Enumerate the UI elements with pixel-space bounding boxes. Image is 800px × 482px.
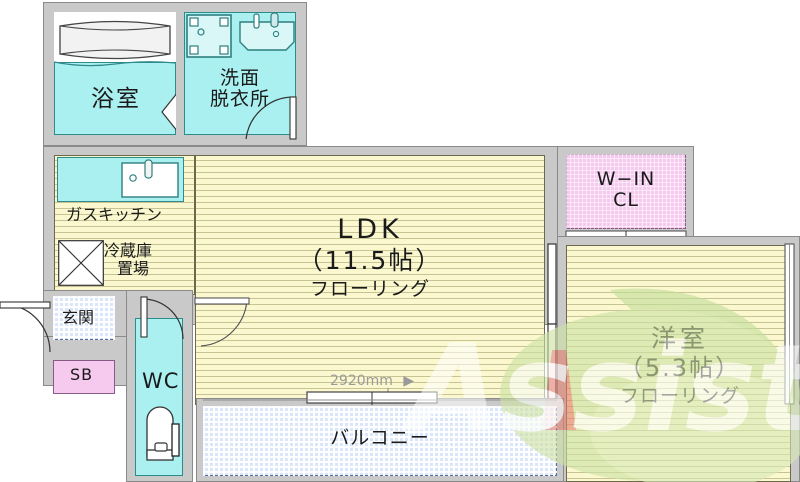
- bath-label: 浴室: [91, 86, 141, 112]
- fridge-space-icon: [58, 240, 104, 286]
- kitchen-label: ガスキッチン: [66, 205, 163, 224]
- fridge-label: 冷蔵庫 置場: [104, 242, 152, 278]
- washroom-door-icon[interactable]: [236, 95, 298, 145]
- toilet-icon: [146, 406, 180, 461]
- western-room-window-icon[interactable]: [784, 240, 798, 410]
- western-room-name: 洋室: [650, 324, 709, 353]
- room-bath: [54, 62, 176, 135]
- washroom-label-line2: 脱衣所: [209, 88, 270, 111]
- room-shoebox: [53, 360, 115, 394]
- washroom-label: 洗面 脱衣所: [194, 67, 286, 111]
- balcony-label: バルコニー: [330, 427, 430, 449]
- vanity-sink-icon: [239, 12, 295, 51]
- bath-step-line: [53, 61, 177, 67]
- closet-label-line2: CL: [613, 189, 639, 212]
- closet-label-line1: W−IN: [596, 168, 656, 190]
- ldk-width-value: 2920mm: [330, 373, 393, 389]
- dimension-arrow-icon: ▶: [403, 373, 415, 389]
- entrance-door-icon[interactable]: [0, 298, 54, 360]
- ldk-name: LDK: [337, 214, 403, 245]
- ldk-flooring: フローリング: [309, 278, 430, 301]
- ldk-area: （11.5帖）: [297, 246, 443, 276]
- shoebox-label: SB: [70, 365, 94, 384]
- washing-machine-pan-icon: [186, 14, 232, 58]
- ldk-width-dimension: 2920mm ▶: [330, 373, 414, 389]
- walk-in-closet-label: W−IN CL: [566, 168, 686, 212]
- ldk-label-block: LDK （11.5帖） フローリング: [245, 214, 495, 301]
- balcony-sliding-window-icon[interactable]: [306, 391, 438, 405]
- toilet-label: WC: [142, 369, 180, 393]
- bath-door-icon[interactable]: [160, 90, 182, 134]
- toilet-door-icon[interactable]: [139, 295, 187, 343]
- fridge-label-line1: 冷蔵庫: [104, 241, 153, 260]
- western-room-label-block: 洋室 （5.3帖） フローリング: [580, 325, 780, 407]
- room-ldk: [195, 155, 545, 405]
- wall-bath-washroom: [176, 12, 184, 135]
- kitchen-sink-icon: [121, 159, 179, 198]
- entrance-label: 玄関: [62, 308, 95, 327]
- ldk-door-icon[interactable]: [193, 296, 251, 352]
- ldk-bottom-wall-mullions: [203, 399, 557, 401]
- room-partition-sliding-door-icon[interactable]: [547, 243, 567, 406]
- western-room-flooring: フローリング: [619, 384, 740, 407]
- western-room-area: （5.3帖）: [618, 354, 742, 382]
- bathtub-icon: [59, 20, 171, 60]
- fridge-label-line2: 置場: [117, 258, 150, 278]
- washroom-label-line1: 洗面: [219, 67, 260, 89]
